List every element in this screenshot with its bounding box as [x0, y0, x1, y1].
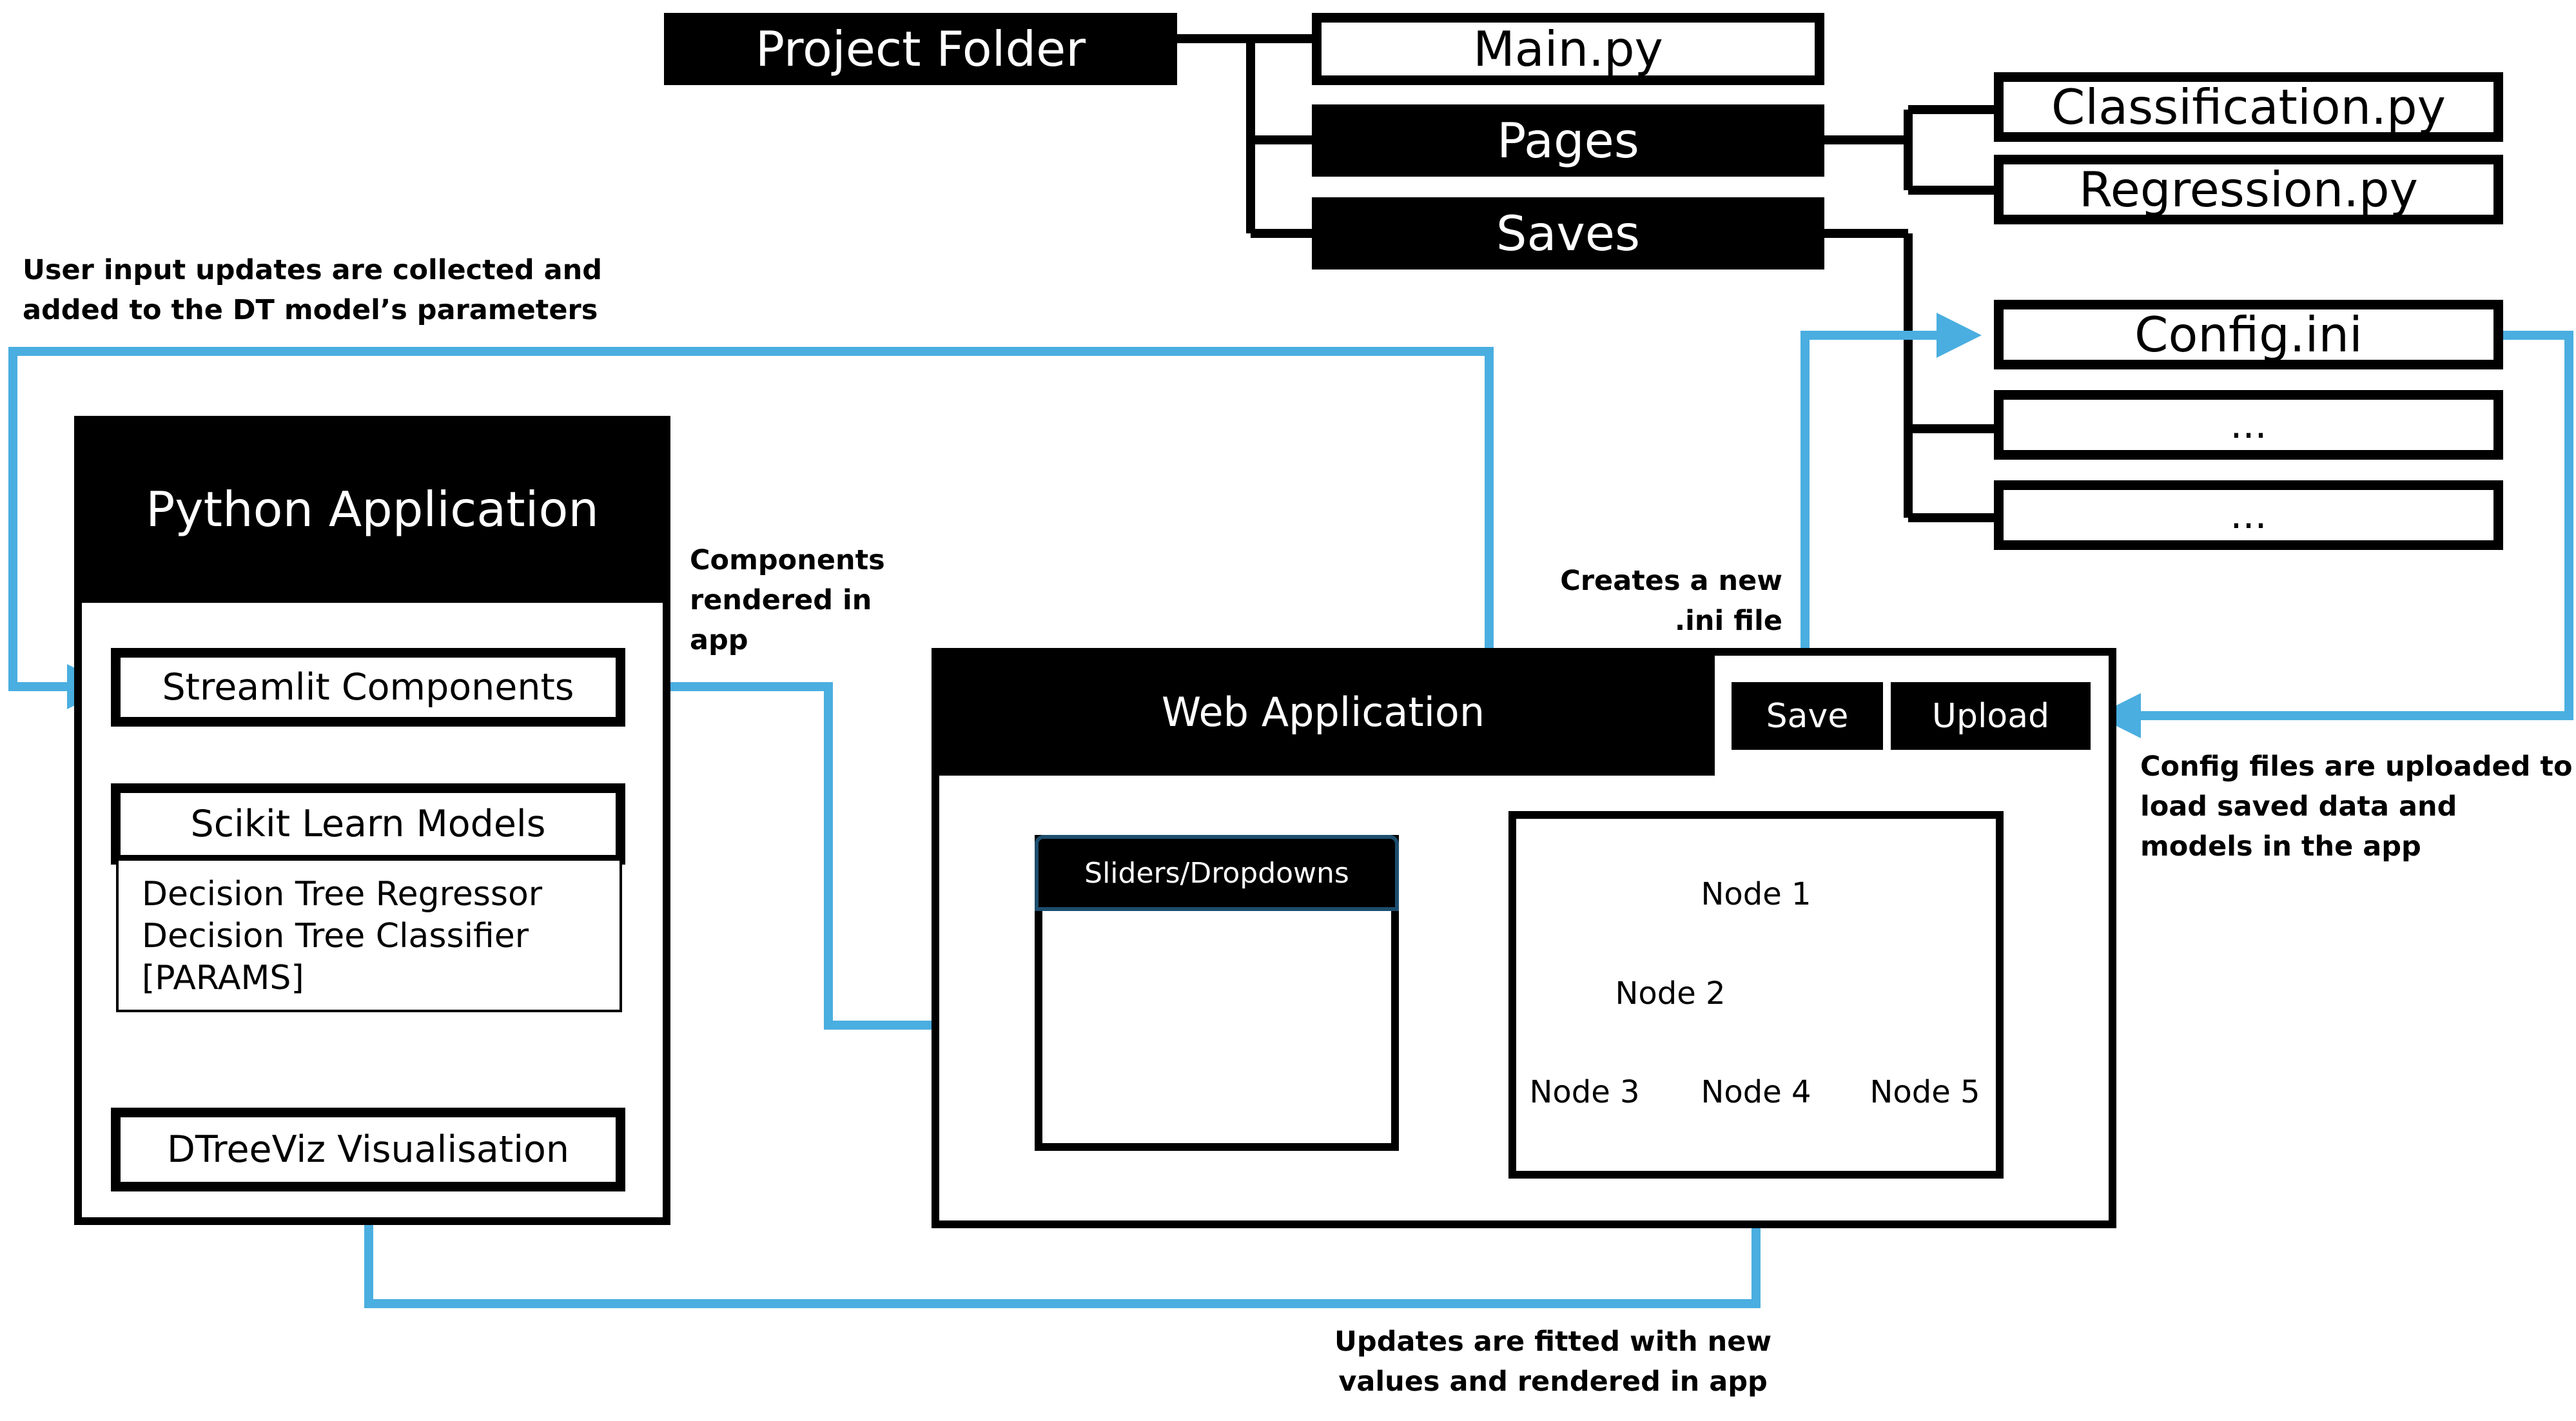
annotation-updates-line-2: values and rendered in app [1338, 1366, 1768, 1398]
tree-node-3: Node 3 [1529, 1074, 1640, 1110]
tree-node-2: Node 2 [1615, 975, 1726, 1012]
annotation-config-line-1: Config files are uploaded to [2140, 750, 2573, 783]
arrow-save-to-config [1800, 313, 1982, 685]
sliders-dropdowns-header: Sliders/Dropdowns [1035, 835, 1399, 911]
web-application-title: Web Application [932, 648, 1715, 776]
annotation-user-input-line-1: User input updates are collected and [23, 254, 602, 286]
python-application-title: Python Application [74, 416, 670, 603]
annotation-config-line-2: load saved data and [2140, 790, 2457, 823]
annotation-creates-ini-line-2: .ini file [1674, 605, 1782, 637]
tree-node-1: Node 1 [1701, 876, 1811, 912]
annotation-creates-ini-line-1: Creates a new [1560, 565, 1782, 597]
placeholder-file-box-2: ... [1994, 480, 2503, 550]
models-list-box: Decision Tree Regressor Decision Tree Cl… [116, 861, 622, 1012]
scikit-learn-models-box: Scikit Learn Models [111, 783, 625, 865]
annotation-config-uploaded: Config files are uploaded to load saved … [2140, 747, 2573, 867]
arrow-config-to-upload [2096, 331, 2573, 738]
annotation-components-line-2: rendered in [690, 584, 872, 616]
regression-py-box: Regression.py [1994, 155, 2503, 224]
annotation-components-line-1: Components [690, 544, 885, 576]
dtreeviz-visualisation-box: DTreeViz Visualisation [111, 1108, 625, 1191]
annotation-creates-ini: Creates a new .ini file [1534, 561, 1782, 641]
model-regressor-label: Decision Tree Regressor [142, 875, 543, 914]
placeholder-file-box-1: ... [1994, 390, 2503, 460]
annotation-updates-fitted: Updates are fitted with new values and r… [1334, 1322, 1771, 1402]
streamlit-components-box: Streamlit Components [111, 648, 625, 727]
classification-py-box: Classification.py [1994, 72, 2503, 142]
folder-tree-lines [1177, 34, 1997, 522]
upload-button[interactable]: Upload [1891, 682, 2091, 750]
arrow-components-rendered [622, 682, 1040, 1048]
annotation-components-rendered: Components rendered in app [690, 540, 885, 660]
annotation-user-input-line-2: added to the DT model’s parameters [23, 294, 598, 326]
config-ini-box: Config.ini [1994, 300, 2503, 369]
main-py-box: Main.py [1312, 13, 1824, 85]
annotation-components-line-3: app [690, 624, 748, 656]
model-params-label: [PARAMS] [142, 959, 304, 997]
saves-folder-box: Saves [1312, 197, 1824, 270]
annotation-user-input: User input updates are collected and add… [23, 250, 602, 330]
tree-node-5: Node 5 [1869, 1074, 1980, 1110]
arrow-dtreeviz-to-tree [364, 1181, 1779, 1308]
project-folder-box: Project Folder [664, 13, 1177, 85]
save-button[interactable]: Save [1732, 682, 1883, 750]
model-classifier-label: Decision Tree Classifier [142, 917, 529, 956]
tree-visual-panel [1508, 811, 2004, 1179]
annotation-config-line-3: models in the app [2140, 830, 2421, 863]
annotation-updates-line-1: Updates are fitted with new [1334, 1326, 1772, 1358]
pages-folder-box: Pages [1312, 104, 1824, 177]
tree-node-4: Node 4 [1701, 1074, 1811, 1110]
